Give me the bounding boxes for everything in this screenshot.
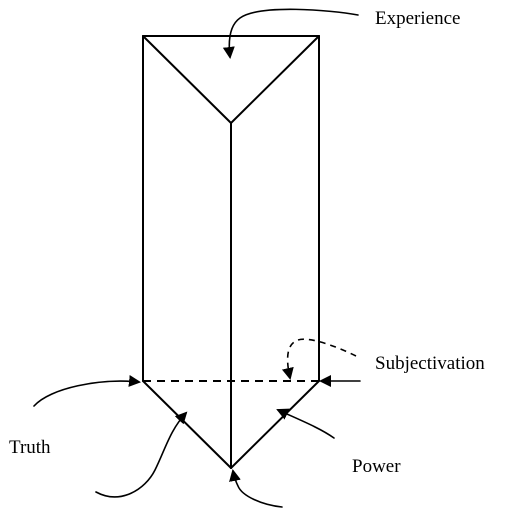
experience-arrow <box>222 8 359 59</box>
power-arrow <box>276 408 335 439</box>
power-lower-arrow <box>229 469 283 508</box>
prism-shape <box>142 35 320 469</box>
truth-lower-arrow <box>95 411 188 498</box>
prism-top-right-diagonal <box>230 35 320 124</box>
experience-label: Experience <box>375 8 460 29</box>
prism-top-left-diagonal <box>142 35 232 124</box>
prism-bottom-left-edge <box>142 380 232 469</box>
truth-upper-arrow <box>33 375 141 407</box>
power-label: Power <box>352 456 401 477</box>
truth-label: Truth <box>9 437 51 458</box>
subjectivation-arrow <box>281 338 357 380</box>
subjectivation-label: Subjectivation <box>375 353 485 374</box>
prism-bottom-right-edge <box>230 380 320 469</box>
